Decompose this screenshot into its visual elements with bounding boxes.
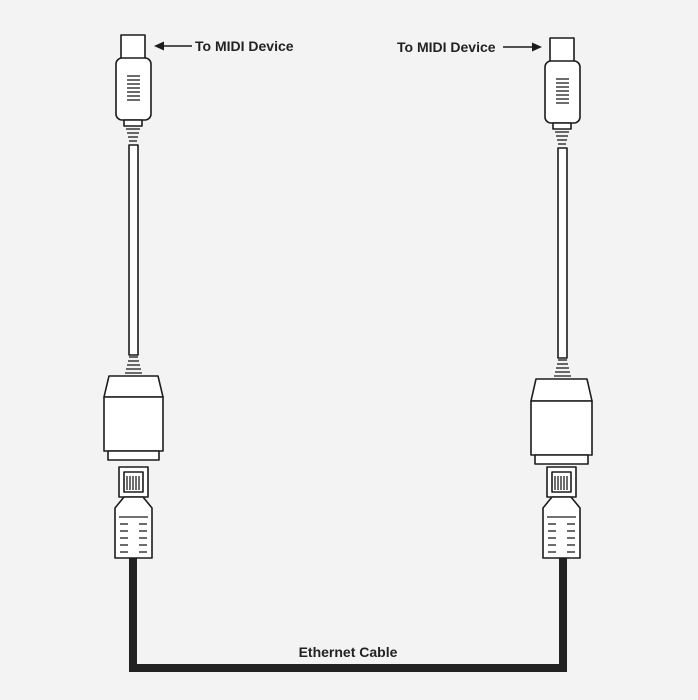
ethernet-cable <box>129 558 567 672</box>
arrow-icon <box>154 41 192 51</box>
rj45-plug-icon <box>542 466 581 559</box>
rj45-plug-icon <box>114 466 153 559</box>
right-device-label: To MIDI Device <box>397 39 496 55</box>
arrow-icon <box>503 42 542 52</box>
left-cable-assembly: To MIDI Device <box>103 34 294 559</box>
midi-to-rj45-adapter-icon <box>530 378 593 465</box>
din-connector-icon <box>115 34 152 142</box>
right-cable-assembly: To MIDI Device <box>397 37 593 559</box>
din-connector-icon <box>544 37 581 145</box>
left-device-label: To MIDI Device <box>195 38 294 54</box>
midi-to-rj45-adapter-icon <box>103 375 164 461</box>
ethernet-cable-label: Ethernet Cable <box>299 644 398 660</box>
